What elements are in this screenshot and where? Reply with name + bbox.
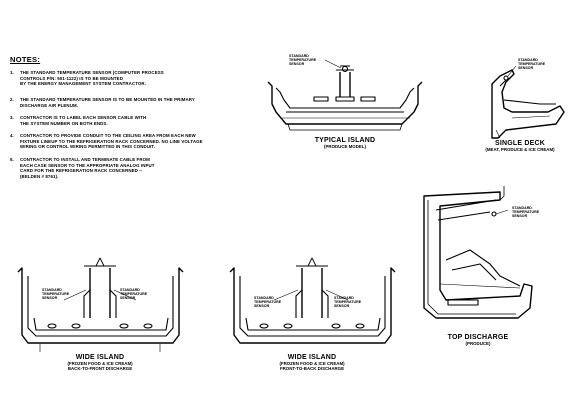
note-line: THE SYSTEM NUMBER ON BOTH ENDS. [20,120,108,126]
note-number: 2. [10,97,14,102]
note-line: CARD FOR THE REFRIGERATION RACK CONCERNE… [20,168,143,174]
note-item: 4. CONTRACTOR TO PROVIDE CONDUIT TO THE C… [10,133,275,150]
note-number: 3. [10,115,14,120]
note-line: CONTROLS P/N: 501-1122) IS TO BE MOUNTED [20,75,123,81]
note-line: (BELDEN # 8761). [20,173,59,179]
note-item: 5. CONTRACTOR TO INSTALL AND TERMINATE CA… [10,157,275,179]
typical-island-drawing [267,59,423,131]
note-text: THE STANDARD TEMPERATURE SENSOR (COMPUTE… [20,70,270,87]
note-line: THE STANDARD TEMPERATURE SENSOR (COMPUTE… [20,70,164,75]
note-number: 5. [10,157,14,162]
caption-typical-island: TYPICAL ISLAND (PRODUCE MODEL) [314,137,376,149]
note-item: 3. CONTRACTOR IS TO LABEL EACH SENSOR CAB… [10,115,275,126]
note-number: 4. [10,133,14,138]
note-line: WIRING OR CONTROL WIRING PERMITTED IN TH… [20,144,156,150]
note-line: THE STANDARD TEMPERATURE SENSOR IS TO BE… [20,97,195,102]
note-line: BY THE ENERGY MANAGEMENT SYSTEM CONTRACT… [20,81,147,87]
single-deck-drawing [491,65,565,139]
note-line: CONTRACTOR TO INSTALL AND TERMINATE CABL… [20,157,150,162]
note-text: CONTRACTOR TO INSTALL AND TERMINATE CABL… [20,157,270,179]
note-item: 1. THE STANDARD TEMPERATURE SENSOR (COMPU… [10,70,275,87]
caption-wide-island-2: WIDE ISLAND (FROZEN FOOD & ICE CREAM) FR… [279,354,345,372]
caption-top-discharge: TOP DISCHARGE (PRODUCE) [447,334,509,346]
note-text: CONTRACTOR TO PROVIDE CONDUIT TO THE CEI… [20,133,270,150]
note-line: CONTRACTOR IS TO LABEL EACH SENSOR CABLE… [20,115,147,120]
wide-island-2-drawing [229,257,396,344]
caption-wide-island-1: WIDE ISLAND (FROZEN FOOD & ICE CREAM) BA… [67,354,133,372]
note-text: THE STANDARD TEMPERATURE SENSOR IS TO BE… [20,97,270,108]
note-item: 2. THE STANDARD TEMPERATURE SENSOR IS TO … [10,97,275,108]
note-line: EACH CASE SENSOR TO THE APPROPRIATE ANAL… [20,162,155,168]
note-line: DISCHARGE AIR PLENUM. [20,102,79,108]
top-discharge-drawing [423,186,533,319]
caption-single-deck: SINGLE DECK (MEAT, PRODUCE & ICE CREAM) [485,140,555,152]
note-text: CONTRACTOR IS TO LABEL EACH SENSOR CABLE… [20,115,270,126]
note-line: CONTRACTOR TO PROVIDE CONDUIT TO THE CEI… [20,133,196,138]
note-number: 1. [10,70,14,75]
wide-island-1-drawing [17,257,184,352]
notes-title: NOTES: [10,55,41,64]
note-line: FIXTURE LINEUP TO THE REFRIGERATION RACK… [20,138,203,144]
